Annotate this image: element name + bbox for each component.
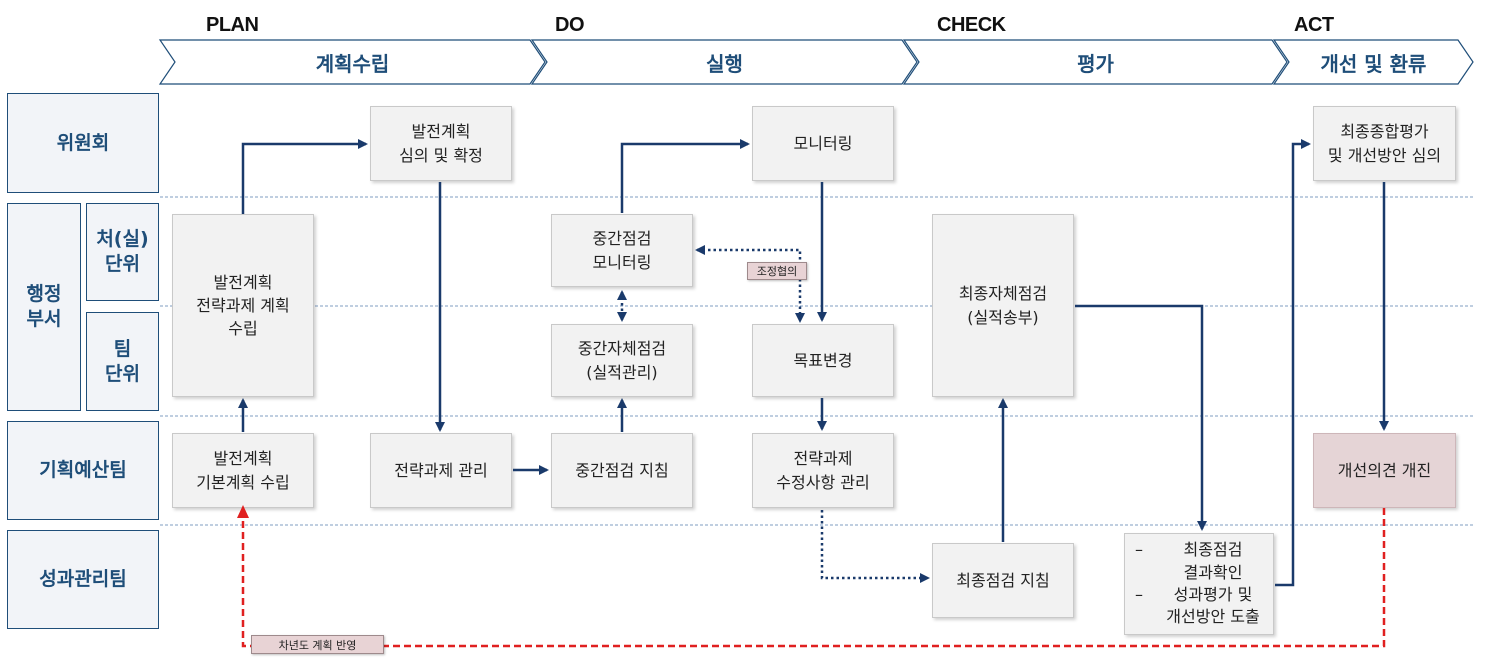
final-result-item: – 최종점검 결과확인 xyxy=(1135,540,1243,582)
box-strategy-revision: 전략과제 수정사항 관리 xyxy=(752,433,894,508)
box-mid-check-guide: 중간점검 지침 xyxy=(551,433,693,508)
box-final-check-guide: 최종점검 지침 xyxy=(932,543,1074,618)
box-dev-plan-basic: 발전계획 기본계획 수립 xyxy=(172,433,314,508)
box-mid-self-check: 중간자체점검 (실적관리) xyxy=(551,324,693,397)
box-final-result: – 최종점검 결과확인 – 성과평가 및 개선방안 도출 xyxy=(1124,533,1274,635)
tag-coordination: 조정협의 xyxy=(747,262,807,280)
phase-act-label: ACT xyxy=(1294,14,1334,36)
box-final-self-check: 최종자체점검 (실적송부) xyxy=(932,214,1074,397)
lane-performance-mgmt: 성과관리팀 xyxy=(7,530,159,629)
lane-office-unit: 처(실) 단위 xyxy=(86,203,159,301)
phase-check-label: CHECK xyxy=(937,14,1006,36)
box-dev-plan-strategy: 발전계획 전략과제 계획 수립 xyxy=(172,214,314,397)
box-monitoring: 모니터링 xyxy=(752,106,894,181)
box-improvement-opinion: 개선의견 개진 xyxy=(1313,433,1456,508)
phase-plan-label: PLAN xyxy=(206,14,259,36)
phase-check-title: 평가 xyxy=(1077,51,1114,76)
tag-next-year: 차년도 계획 반영 xyxy=(251,635,384,654)
box-goal-change: 목표변경 xyxy=(752,324,894,397)
phase-do-title: 실행 xyxy=(706,51,743,76)
lane-planning-budget: 기획예산팀 xyxy=(7,421,159,520)
box-final-eval-review: 최종종합평가 및 개선방안 심의 xyxy=(1313,106,1456,181)
box-strategy-mgmt: 전략과제 관리 xyxy=(370,433,512,508)
box-mid-check-monitoring: 중간점검 모니터링 xyxy=(551,214,693,287)
final-result-item: – 성과평가 및 개선방안 도출 xyxy=(1135,585,1260,627)
lane-committee: 위원회 xyxy=(7,93,159,193)
phase-act-title: 개선 및 환류 xyxy=(1320,51,1427,76)
phase-do-label: DO xyxy=(555,14,585,36)
lane-admin: 행정 부서 xyxy=(7,203,81,411)
phase-plan-title: 계획수립 xyxy=(315,51,390,76)
box-dev-plan-review: 발전계획 심의 및 확정 xyxy=(370,106,512,181)
lane-team-unit: 팀 단위 xyxy=(86,312,159,411)
